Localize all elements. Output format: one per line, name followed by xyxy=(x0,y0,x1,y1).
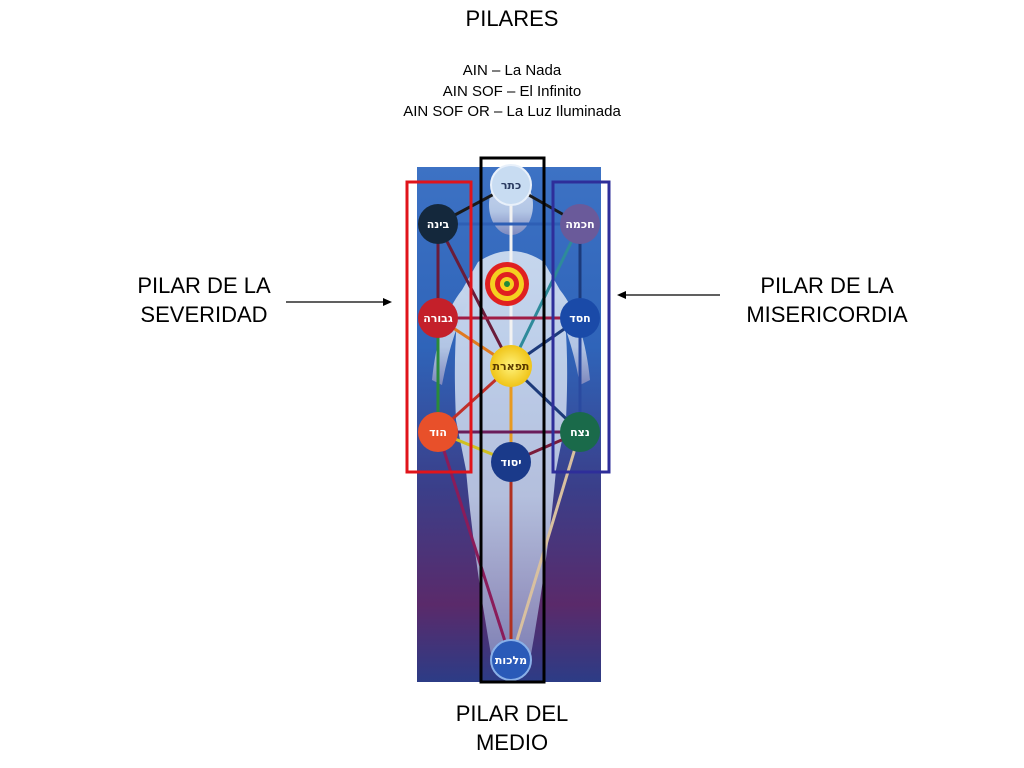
chochmah-label: חכמה xyxy=(565,218,594,231)
gevurah-label: גבורה xyxy=(423,312,453,325)
middle-label-line1: PILAR DEL xyxy=(455,701,569,726)
middle-pillar-frame xyxy=(479,156,546,684)
mercy-pillar-label: PILAR DE LA MISERICORDIA xyxy=(720,271,934,329)
middle-label-line2: MEDIO xyxy=(475,730,549,755)
binah-label: בינה xyxy=(427,218,450,231)
netzach-label: נצח xyxy=(570,426,590,439)
daat-node xyxy=(485,262,529,306)
subtitle-ain-sof: AIN SOF – El Infinito xyxy=(442,83,582,100)
subtitle-ain: AIN – La Nada xyxy=(462,62,562,79)
tiferet-node: תפארת xyxy=(490,345,532,387)
subtitle-ain-sof-or: AIN SOF OR – La Luz Iluminada xyxy=(403,103,621,120)
chochmah-node: חכמה xyxy=(560,204,600,244)
keter-label: כתר xyxy=(501,179,521,192)
hod-label: הוד xyxy=(429,426,447,439)
tiferet-label: תפארת xyxy=(493,360,530,373)
netzach-node: נצח xyxy=(560,412,600,452)
binah-node: בינה xyxy=(418,204,458,244)
chesed-node: חסד xyxy=(560,298,600,338)
page-title: PILARES xyxy=(465,6,559,31)
mercy-arrow xyxy=(617,291,720,299)
chesed-label: חסד xyxy=(569,312,591,325)
yesod-node: יסוד xyxy=(491,442,531,482)
middle-pillar-label: PILAR DEL MEDIO xyxy=(426,699,598,757)
severity-label-line2: SEVERIDAD xyxy=(140,302,268,327)
severity-pillar-label: PILAR DE LA SEVERIDAD xyxy=(118,271,290,329)
mercy-label-line2: MISERICORDIA xyxy=(746,302,908,327)
severity-label-line1: PILAR DE LA xyxy=(137,273,271,298)
malchut-node: מלכות xyxy=(490,639,532,681)
severity-arrow xyxy=(286,298,392,306)
keter-node: כתר xyxy=(490,164,532,206)
severity-pillar-frame xyxy=(405,180,473,474)
malchut-label: מלכות xyxy=(495,654,527,667)
yesod-label: יסוד xyxy=(501,456,522,469)
hod-node: הוד xyxy=(418,412,458,452)
mercy-pillar-frame xyxy=(551,180,611,474)
mercy-label-line1: PILAR DE LA xyxy=(760,273,894,298)
gevurah-node: גבורה xyxy=(418,298,458,338)
